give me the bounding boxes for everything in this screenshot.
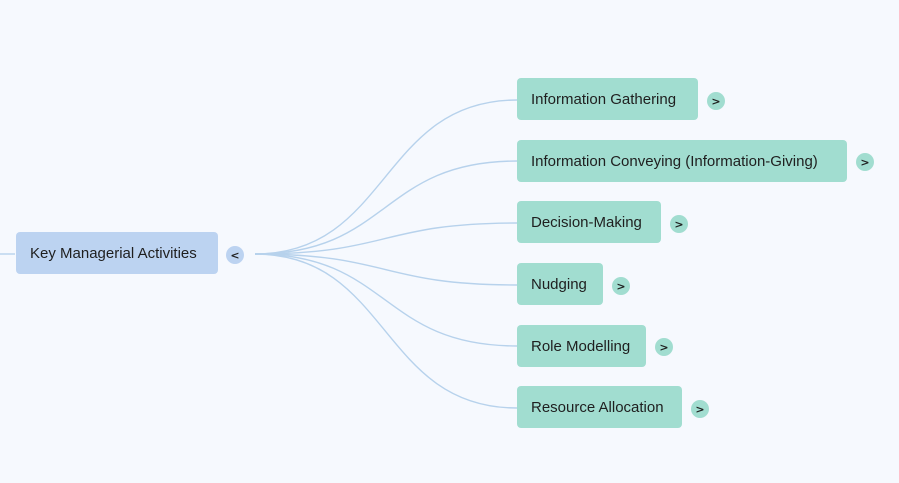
expand-toggle-icon[interactable]: > (612, 277, 630, 295)
node-label: Information Conveying (Information-Givin… (531, 152, 818, 170)
node-information-gathering[interactable]: Information Gathering (517, 78, 698, 120)
expand-toggle-icon[interactable]: > (707, 92, 725, 110)
node-nudging[interactable]: Nudging (517, 263, 603, 305)
node-label: Role Modelling (531, 337, 631, 355)
expand-toggle-icon[interactable]: > (655, 338, 673, 356)
link-nudging (254, 253, 518, 286)
link-resource-allocation (254, 253, 518, 409)
node-resource-allocation[interactable]: Resource Allocation (517, 386, 682, 428)
link-decision-making (254, 222, 518, 255)
expand-toggle-icon[interactable]: > (856, 153, 874, 171)
node-decision-making[interactable]: Decision-Making (517, 201, 661, 243)
collapse-toggle-icon[interactable]: < (226, 246, 244, 264)
node-label: Nudging (531, 275, 587, 293)
expand-toggle-icon[interactable]: > (670, 215, 688, 233)
link-role-modelling (254, 253, 518, 347)
root-node-key-managerial-activities[interactable]: Key Managerial Activities (16, 232, 218, 274)
node-label: Information Gathering (531, 90, 677, 108)
root-node-label: Key Managerial Activities (30, 244, 197, 262)
node-information-conveying[interactable]: Information Conveying (Information-Givin… (517, 140, 847, 182)
link-information-conveying (254, 160, 518, 255)
node-label: Resource Allocation (531, 398, 664, 416)
node-label: Decision-Making (531, 213, 642, 231)
node-role-modelling[interactable]: Role Modelling (517, 325, 646, 367)
link-information-gathering (254, 99, 518, 255)
expand-toggle-icon[interactable]: > (691, 400, 709, 418)
